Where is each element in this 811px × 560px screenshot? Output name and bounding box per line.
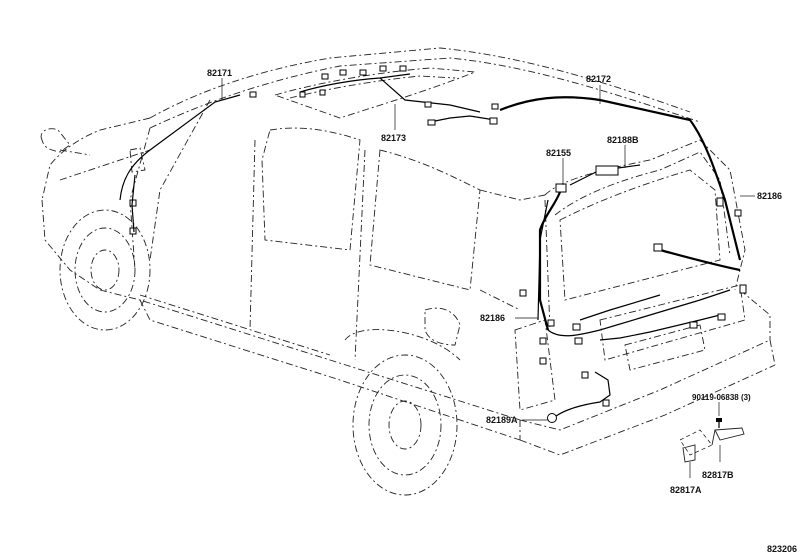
label-82817A: 82817A [670, 485, 702, 495]
leader-lines [221, 78, 755, 478]
harness-82172 [499, 96, 742, 272]
part-labels: 82171 82172 82173 82155 82188B 82186 821… [207, 68, 797, 554]
harness-82189A [547, 371, 611, 423]
vehicle-body [40, 47, 776, 456]
label-82188B: 82188B [607, 135, 639, 145]
label-82817B: 82817B [702, 470, 734, 480]
figure-number: 823206 [767, 544, 797, 554]
harness-82171 [119, 94, 241, 235]
harness-tailgate [519, 284, 747, 365]
harness-82173 [249, 65, 499, 126]
label-82171: 82171 [207, 68, 232, 78]
bolt-90119 [716, 418, 722, 428]
label-82172: 82172 [586, 74, 611, 84]
label-82186-left: 82186 [480, 313, 505, 323]
rear-wheel [344, 329, 461, 496]
label-82186-right: 82186 [757, 191, 782, 201]
bracket-82817B [711, 427, 745, 446]
bracket-82817A [682, 444, 696, 463]
harness-82155 [537, 164, 641, 331]
label-82173: 82173 [381, 133, 406, 143]
label-90119: 90119-06838 (3) [692, 393, 751, 402]
label-82155: 82155 [546, 148, 571, 158]
front-wheel [59, 209, 151, 331]
label-82189A: 82189A [486, 415, 518, 425]
